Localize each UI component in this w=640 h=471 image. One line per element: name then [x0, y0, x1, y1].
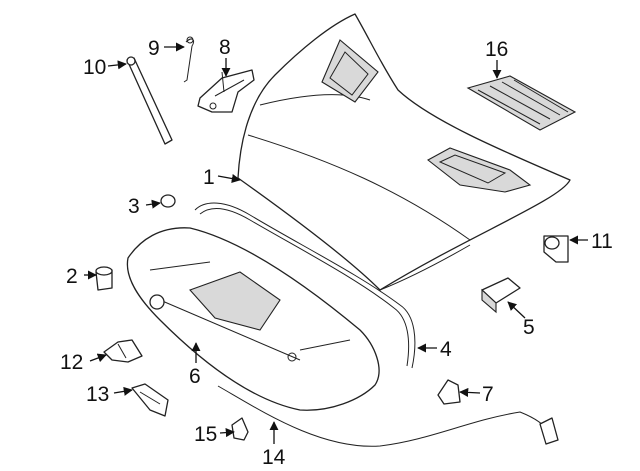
callout-8: 8	[219, 36, 231, 59]
callout-1: 1	[203, 166, 215, 189]
lock-bracket	[103, 339, 143, 363]
callout-12: 12	[60, 351, 83, 374]
hood-hinge	[197, 69, 255, 113]
callout-5: 5	[523, 316, 535, 339]
leader-3	[145, 199, 161, 209]
callout-11: 11	[591, 230, 613, 253]
leader-12	[89, 353, 107, 363]
callout-15: 15	[194, 423, 217, 446]
hood-prop-rod	[126, 56, 173, 145]
callout-10: 10	[83, 56, 106, 79]
callout-9: 9	[148, 37, 160, 60]
release-cable	[217, 385, 559, 447]
hood-bumper	[95, 266, 113, 291]
retainer-clip	[437, 379, 461, 405]
hood-vent-insert	[466, 75, 577, 131]
leader-1	[217, 174, 241, 184]
callout-16: 16	[485, 38, 508, 61]
callout-labels: 1 2 3 4 5 6 7 8 9 10 11 12 13 14 15 16	[60, 36, 613, 469]
leader-15	[219, 428, 235, 438]
hood-seal	[194, 202, 416, 369]
callout-6: 6	[189, 365, 201, 388]
callout-14: 14	[262, 446, 286, 469]
hood-spring	[183, 36, 195, 83]
bump-stop	[543, 235, 569, 263]
leader-lines	[84, 42, 588, 444]
cable-clip	[231, 417, 249, 441]
leader-13	[113, 386, 133, 396]
hood-panel	[237, 13, 571, 291]
callout-4: 4	[440, 338, 452, 361]
callout-2: 2	[66, 265, 78, 288]
callout-13: 13	[86, 383, 109, 406]
leader-10	[107, 60, 127, 70]
callout-7: 7	[482, 383, 494, 406]
bumper-plug	[160, 194, 176, 208]
hood-insulator	[126, 227, 380, 411]
leader-5	[507, 301, 526, 319]
leader-7	[459, 387, 481, 397]
callout-3: 3	[128, 195, 140, 218]
rubber-block	[481, 277, 521, 314]
striker-bracket	[131, 383, 169, 417]
